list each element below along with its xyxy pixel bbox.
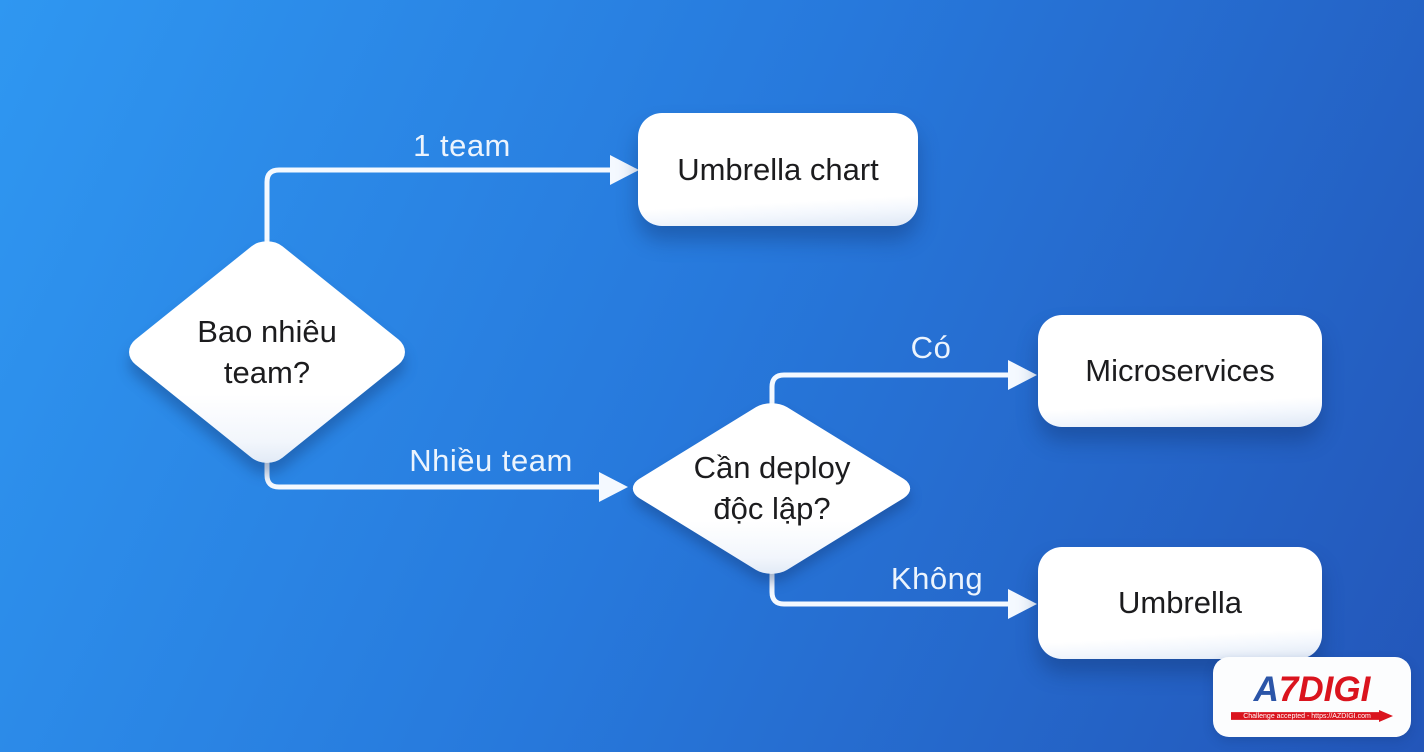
process-node-umbrella: Umbrella <box>1038 547 1322 659</box>
decision-label-line: độc lập? <box>713 491 831 526</box>
brand-rest: 7DIGI <box>1278 670 1371 709</box>
decision-label-line: team? <box>223 355 311 390</box>
process-node-microservices: Microservices <box>1038 315 1322 427</box>
decision-label-need-independent-deploy: Cần deploy độc lập? <box>694 447 851 529</box>
decision-label-how-many-teams: Bao nhiêu team? <box>197 311 337 393</box>
brand-letter-a: A <box>1253 670 1279 709</box>
edge-line-khong <box>769 569 1011 607</box>
process-label-umbrella: Umbrella <box>1117 585 1243 620</box>
arrowhead-icon <box>1008 589 1037 619</box>
arrowhead-icon <box>599 472 628 502</box>
arrowhead-icon <box>1008 360 1037 390</box>
arrowhead-icon <box>610 155 639 185</box>
watermark-tagline: Challenge accepted - https://AZDIGI.com <box>1243 712 1371 720</box>
process-label-umbrella-chart: Umbrella chart <box>677 151 879 187</box>
edge-line-co <box>769 372 1011 407</box>
edge-label-nhieu-team: Nhiều team <box>409 443 573 478</box>
decision-label-line: Cần deploy <box>693 449 851 485</box>
process-label-microservices: Microservices <box>1085 353 1275 388</box>
decision-label-line: Bao nhiêu <box>197 313 337 349</box>
edge-line-1-team <box>264 167 613 245</box>
azdigi-watermark: A7DIGI Challenge accepted - https://AZDI… <box>1213 657 1411 737</box>
process-node-umbrella-chart: Umbrella chart <box>638 113 918 226</box>
tagline-arrow-icon: Challenge accepted - https://AZDIGI.com <box>1231 710 1393 722</box>
edge-label-1-team: 1 team <box>413 128 511 163</box>
edge-label-co: Có <box>910 330 952 365</box>
edge-line-nhieu-team <box>264 457 602 490</box>
azdigi-logo: A7DIGI <box>1254 672 1371 707</box>
edge-label-khong: Không <box>890 561 984 596</box>
